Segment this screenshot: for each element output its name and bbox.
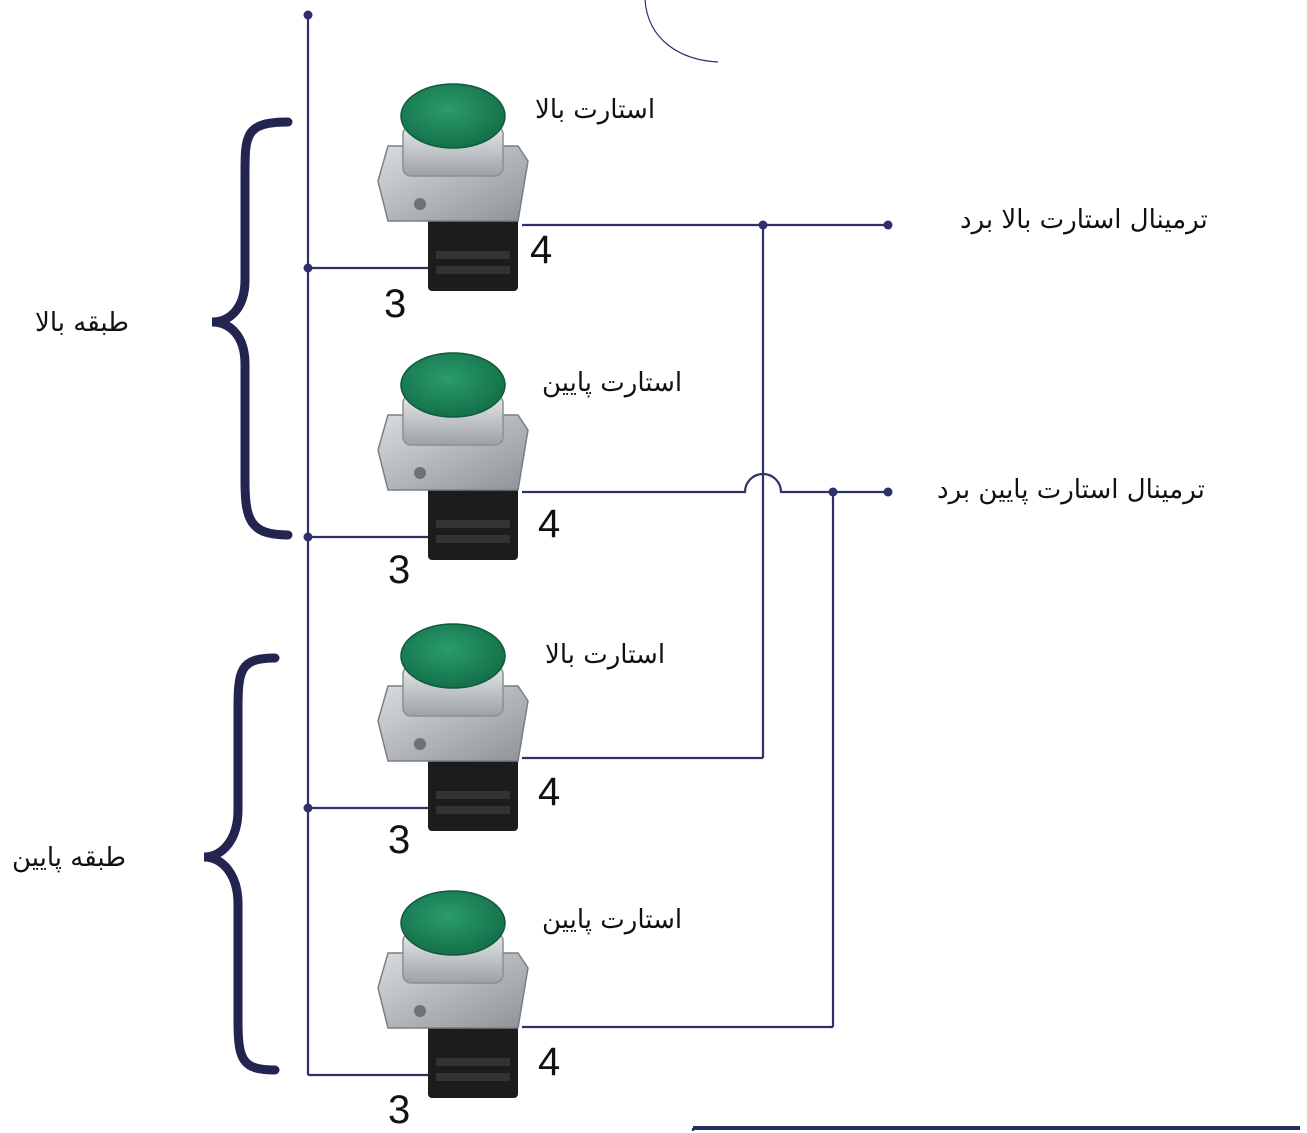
upper-floor-label: طبقه بالا (35, 308, 129, 338)
terminal-start-down-label: ترمینال استارت پایین برد (937, 475, 1205, 505)
lower-floor-label: طبقه پایین (12, 843, 126, 873)
button-3-pin-in: 3 (388, 818, 411, 862)
button-1-pin-in: 3 (384, 282, 407, 326)
button-1-pin-out: 4 (530, 228, 553, 272)
button-1-label: استارت بالا (535, 95, 656, 125)
decorative-arc (644, 0, 719, 63)
button-2-pin-in: 3 (388, 548, 411, 592)
button-4-label: استارت پایین (542, 905, 683, 935)
button-3-pin-out: 4 (538, 770, 561, 814)
push-button-2 (377, 352, 529, 561)
wires (306, 15, 1300, 1131)
push-button-1 (377, 83, 529, 292)
lower-floor-brace (203, 653, 280, 1075)
upper-floor-brace (211, 117, 293, 540)
push-button-4 (377, 890, 529, 1099)
button-2-pin-out: 4 (538, 502, 561, 546)
button-4-pin-out: 4 (538, 1040, 561, 1084)
start-down-line (522, 472, 888, 494)
push-button-3 (377, 623, 529, 832)
button-3-label: استارت بالا (545, 640, 666, 670)
terminal-start-up-label: ترمینال استارت بالا برد (960, 205, 1208, 235)
button-4-pin-in: 3 (388, 1088, 411, 1132)
button-2-label: استارت پایین (542, 368, 683, 398)
braces (203, 117, 293, 1075)
junctions (303, 10, 893, 813)
